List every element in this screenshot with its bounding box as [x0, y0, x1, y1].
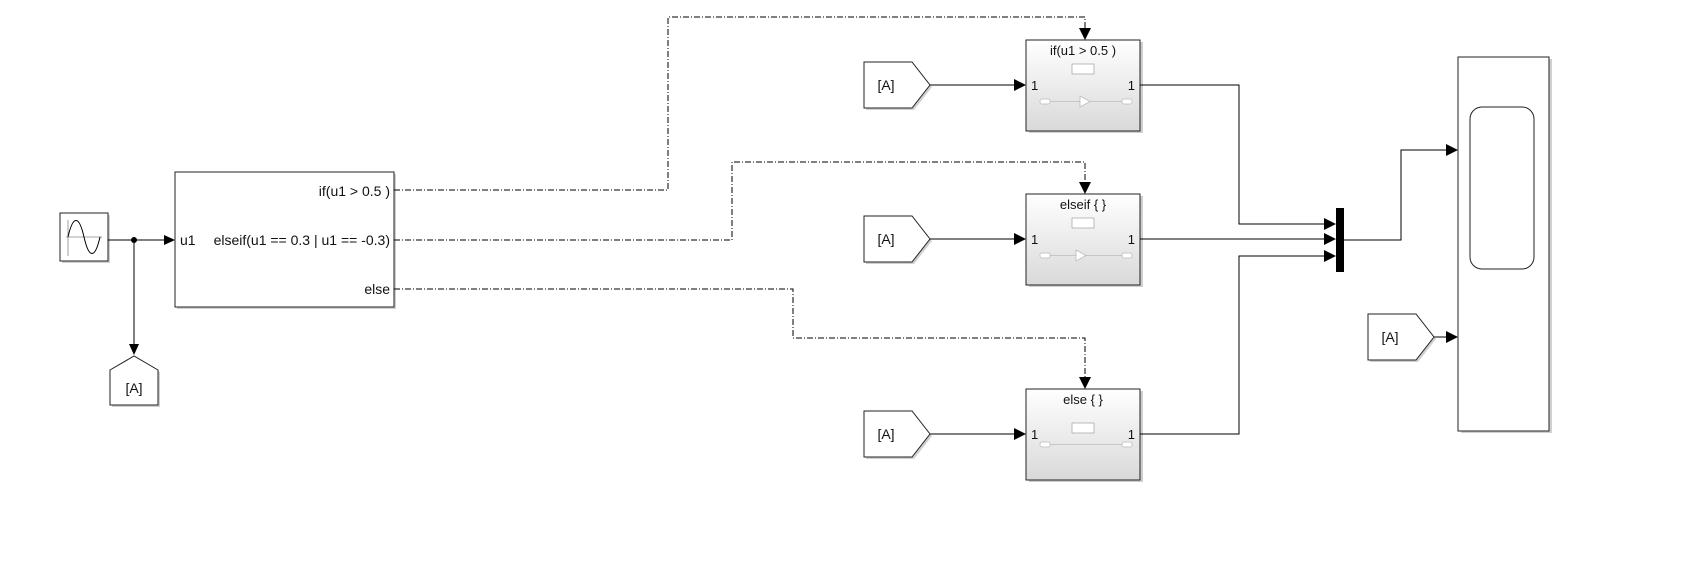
- subsystem-out-port: 1: [1128, 427, 1135, 442]
- action-subsystem-elseif[interactable]: elseif { } 1 1: [1025, 193, 1143, 287]
- subsystem-title: else { }: [1063, 392, 1103, 407]
- action-port-icon: [1071, 63, 1095, 75]
- elseif-output-label: elseif(u1 == 0.3 | u1 == -0.3): [214, 232, 390, 248]
- source-signal-line: [108, 235, 175, 355]
- passthrough-icon: [1039, 441, 1133, 448]
- goto-tag-label: [A]: [125, 380, 142, 396]
- from-to-scope-line: [1434, 331, 1458, 343]
- mux-to-scope-line: [1344, 144, 1458, 241]
- from-tag-label: [A]: [1381, 329, 1398, 345]
- action-signal-if: [394, 16, 1091, 191]
- action-port-icon: [1071, 217, 1095, 229]
- subsystem-in-port: 1: [1031, 232, 1038, 247]
- action-port-icon: [1071, 422, 1095, 434]
- sine-wave-icon: [67, 220, 101, 254]
- if-block-input-label: u1: [180, 232, 196, 248]
- from-to-subsystem-lines: [930, 79, 1026, 440]
- subsystem-out-port: 1: [1128, 232, 1135, 247]
- from-block-scope[interactable]: [A]: [1367, 313, 1436, 362]
- mux-block[interactable]: [1336, 208, 1344, 272]
- action-subsystem-else[interactable]: else { } 1 1: [1025, 388, 1143, 482]
- action-signal-else: [394, 288, 1091, 389]
- from-tag-label: [A]: [877, 231, 894, 247]
- passthrough-icon: [1039, 249, 1133, 262]
- sine-wave-source-block[interactable]: [59, 212, 110, 263]
- subsystem-title: if(u1 > 0.5 ): [1050, 43, 1116, 58]
- action-signal-elseif: [394, 161, 1091, 241]
- passthrough-icon: [1039, 95, 1133, 108]
- from-tag-label: [A]: [877, 426, 894, 442]
- action-subsystem-if[interactable]: if(u1 > 0.5 ) 1 1: [1025, 39, 1143, 133]
- subsystem-to-mux-lines: [1140, 84, 1336, 435]
- subsystem-in-port: 1: [1031, 78, 1038, 93]
- from-block-if[interactable]: [A]: [863, 61, 932, 110]
- subsystem-title: elseif { }: [1060, 197, 1107, 212]
- from-block-else[interactable]: [A]: [863, 410, 932, 459]
- goto-block[interactable]: [A]: [109, 355, 160, 407]
- if-block[interactable]: u1 if(u1 > 0.5 ) elseif(u1 == 0.3 | u1 =…: [174, 171, 396, 309]
- from-tag-label: [A]: [877, 77, 894, 93]
- else-output-label: else: [364, 281, 390, 297]
- from-block-elseif[interactable]: [A]: [863, 215, 932, 264]
- scope-block[interactable]: [1457, 56, 1552, 433]
- if-output-label: if(u1 > 0.5 ): [319, 183, 390, 199]
- subsystem-in-port: 1: [1031, 427, 1038, 442]
- scope-screen-icon: [1469, 106, 1535, 270]
- subsystem-out-port: 1: [1128, 78, 1135, 93]
